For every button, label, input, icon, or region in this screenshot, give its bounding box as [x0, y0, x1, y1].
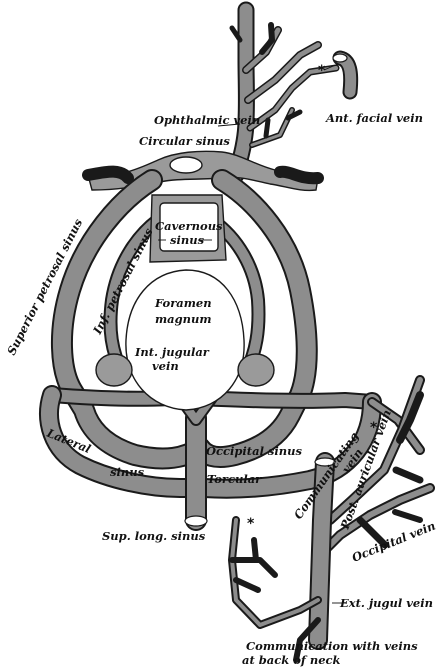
foramen-magnum-label-1: Foramen — [154, 296, 212, 310]
ant-facial-vein-label: Ant. facial vein — [325, 111, 423, 125]
torcular-label: Torcular — [207, 472, 262, 486]
sup-long-sinus-label: Sup. long. sinus — [102, 529, 206, 543]
ant-facial-vein — [333, 54, 351, 92]
cavernous-sinus-label-2: sinus — [170, 233, 205, 247]
asterisk-lower: * — [247, 516, 255, 532]
asterisk-right: * — [370, 420, 378, 436]
ophthalmic-vein-tree — [232, 10, 336, 175]
ophthalmic-vein-label: Ophthalmic vein — [154, 113, 260, 127]
communication-label-2: at back of neck — [242, 653, 341, 667]
int-jugular-vein-label-2: vein — [152, 359, 179, 373]
communication-label-1: Communication with veins — [246, 639, 418, 653]
lateral-sinus-label-2: sinus — [110, 465, 145, 479]
asterisk-upper: * — [318, 63, 326, 79]
circular-sinus-label: Circular sinus — [139, 134, 230, 148]
ext-jugul-vein-label: Ext. jugul vein — [339, 596, 433, 610]
occipital-sinus-label: Occipital sinus — [206, 444, 303, 458]
cavernous-sinus-label-1: Cavernous — [155, 219, 223, 233]
int-jugular-vein-label-1: Int. jugular — [134, 345, 210, 359]
foramen-magnum-label-2: magnum — [155, 312, 212, 326]
